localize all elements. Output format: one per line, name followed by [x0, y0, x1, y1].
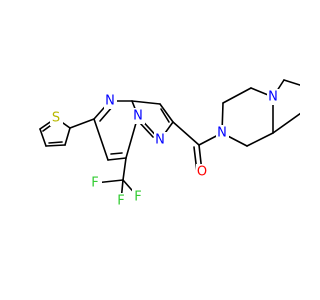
- atom-label-pyrazole-nitrogen: N: [155, 133, 165, 148]
- atom-label-carbonyl-oxygen: O: [197, 165, 207, 180]
- atom-label-pyrimidine-nitrogen: N: [105, 94, 115, 109]
- bond: [39, 128, 47, 147]
- bond: [160, 108, 170, 123]
- atom-label-sulfur: S: [52, 111, 60, 126]
- atom-label-amide-nitrogen: N: [217, 126, 227, 141]
- bond: [64, 127, 71, 146]
- bond: [272, 112, 300, 134]
- bond: [222, 87, 252, 104]
- bond: [131, 100, 161, 105]
- atom-label-layer: S N N N O N N F F F: [50, 89, 280, 209]
- atom-label-pyrrolidine-nitrogen: N: [268, 90, 278, 105]
- atom-label-bridgehead-nitrogen: N: [133, 109, 143, 124]
- bond: [246, 132, 274, 147]
- bond: [139, 122, 154, 138]
- bond: [172, 121, 200, 146]
- bond: [107, 157, 127, 161]
- bond: [159, 103, 174, 123]
- atom-label-fluorine-3: F: [117, 194, 124, 209]
- bond: [45, 144, 66, 147]
- bond: [48, 141, 63, 144]
- bond: [110, 152, 123, 155]
- bond-layer: [39, 79, 300, 202]
- bond: [93, 118, 109, 161]
- molecule-structure: S N N N O N N F F F: [39, 79, 300, 209]
- bond: [283, 79, 300, 86]
- bond: [122, 157, 127, 181]
- atom-label-fluorine-2: F: [134, 190, 141, 205]
- molecule-canvas: S N N N O N N F F F: [39, 79, 300, 209]
- bond: [69, 118, 95, 129]
- atom-label-fluorine-1: F: [91, 176, 98, 191]
